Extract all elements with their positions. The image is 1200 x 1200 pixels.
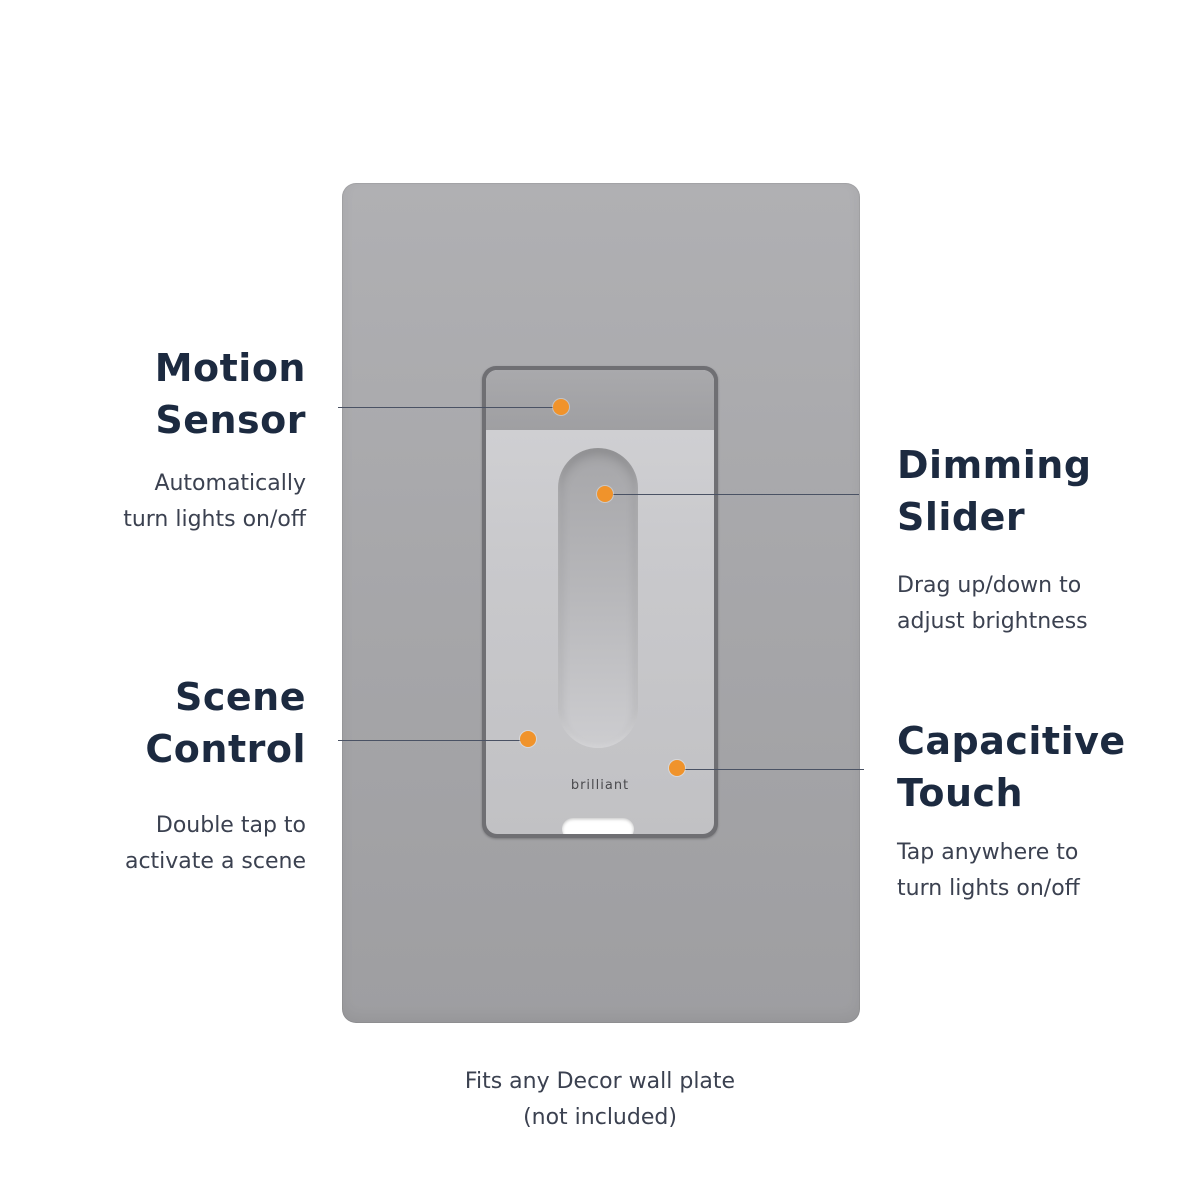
scene-control-description: Double tap to activate a scene [124, 813, 306, 874]
smart-dimmer-switch: brilliant [482, 366, 718, 838]
scene-control-leader-line [338, 740, 528, 741]
motion-sensor-leader-line [338, 407, 562, 408]
dimming-slider-description: Drag up/down to adjust brightness [897, 573, 1088, 634]
dimming-slider-hotspot [597, 486, 613, 502]
motion-sensor-hotspot [553, 399, 569, 415]
capacitive-touch-description: Tap anywhere to turn lights on/off [897, 840, 1080, 901]
capacitive-touch-leader-line [677, 769, 864, 770]
motion-sensor-description: Automatically turn lights on/off [123, 471, 306, 532]
motion-sensor-bar [486, 370, 714, 430]
capacitive-touch-title: Capacitive Touch [897, 719, 1126, 815]
wall-plate-compatibility-note: Fits any Decor wall plate (not included) [464, 1069, 736, 1130]
brand-logo: brilliant [570, 778, 630, 793]
dimming-slider-leader-line [605, 494, 859, 495]
scene-control-hotspot [520, 731, 536, 747]
capacitive-touch-hotspot [669, 760, 685, 776]
switch-face: brilliant [486, 370, 714, 834]
scene-control-title: Scene Control [145, 675, 306, 771]
dimming-slider-title: Dimming Slider [897, 443, 1092, 539]
bottom-notch [562, 818, 634, 834]
motion-sensor-title: Motion Sensor [154, 346, 306, 442]
